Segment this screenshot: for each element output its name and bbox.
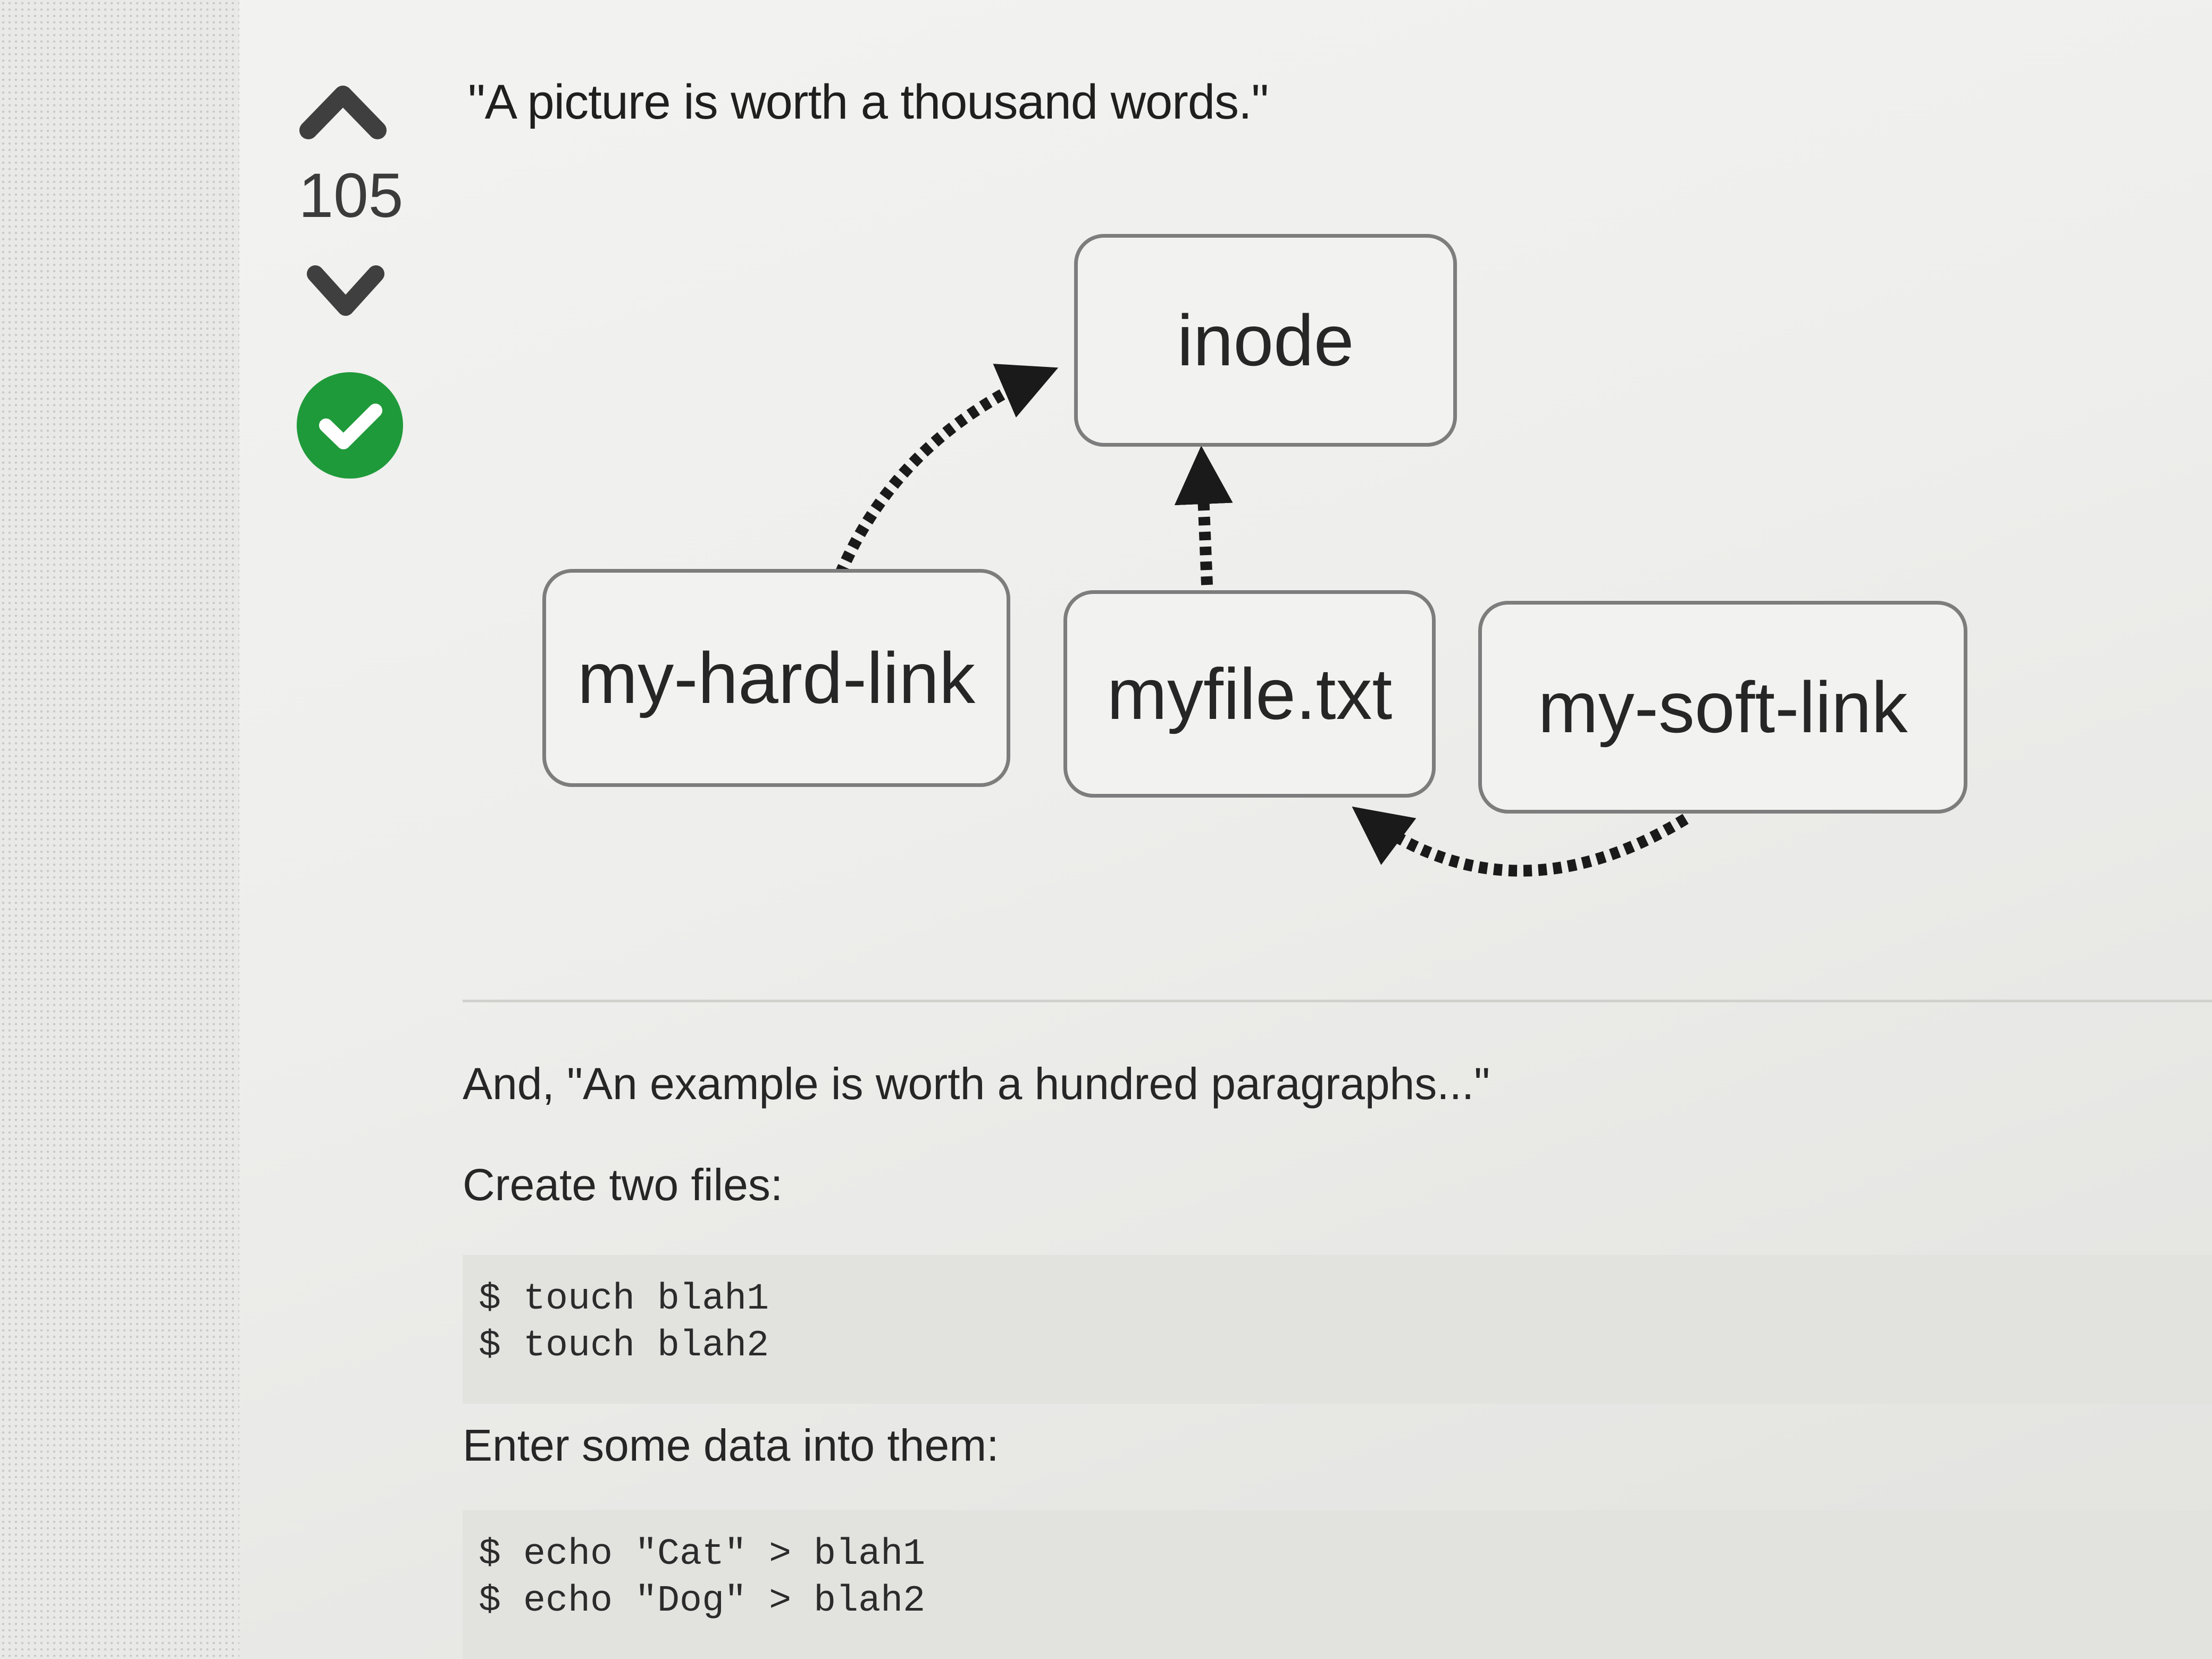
paragraph-example-quote: And, "An example is worth a hundred para… <box>463 1059 1490 1109</box>
vote-count: 105 <box>298 161 404 231</box>
hard-link-arrow <box>834 364 1059 577</box>
vote-up-button[interactable] <box>298 74 388 144</box>
file-to-inode-arrow <box>1174 446 1233 585</box>
hard-link-node: my-hard-link <box>542 569 1010 787</box>
code-line: $ echo "Dog" > blah2 <box>479 1580 926 1622</box>
diagram-arrows <box>834 364 1689 877</box>
paragraph-enter-data: Enter some data into them: <box>463 1420 999 1470</box>
soft-link-node: my-soft-link <box>1478 601 1967 814</box>
code-line: $ echo "Cat" > blah1 <box>479 1534 926 1576</box>
code-line: $ touch blah1 <box>479 1278 769 1320</box>
checkmark-icon <box>319 404 382 449</box>
vote-column: 105 <box>282 58 420 495</box>
code-line: $ touch blah2 <box>479 1325 769 1367</box>
file-node: myfile.txt <box>1063 590 1436 798</box>
code-block-create-files: $ touch blah1 $ touch blah2 <box>463 1255 2212 1404</box>
left-gutter <box>0 0 239 1659</box>
link-diagram: inode my-hard-link myfile.txt my-soft-li… <box>516 213 1983 941</box>
soft-link-arrow <box>1352 806 1689 877</box>
section-divider <box>463 1000 2212 1002</box>
accepted-answer-badge <box>297 372 403 479</box>
paragraph-create-files: Create two files: <box>463 1160 783 1210</box>
chevron-up-icon <box>299 86 387 139</box>
vote-down-button[interactable] <box>306 261 386 324</box>
inode-node: inode <box>1074 234 1457 447</box>
answer-body: "A picture is worth a thousand words." i… <box>463 0 2212 1659</box>
chevron-down-icon <box>307 265 384 316</box>
code-block-enter-data: $ echo "Cat" > blah1 $ echo "Dog" > blah… <box>463 1510 2212 1659</box>
answer-quote: "A picture is worth a thousand words." <box>468 75 1269 129</box>
